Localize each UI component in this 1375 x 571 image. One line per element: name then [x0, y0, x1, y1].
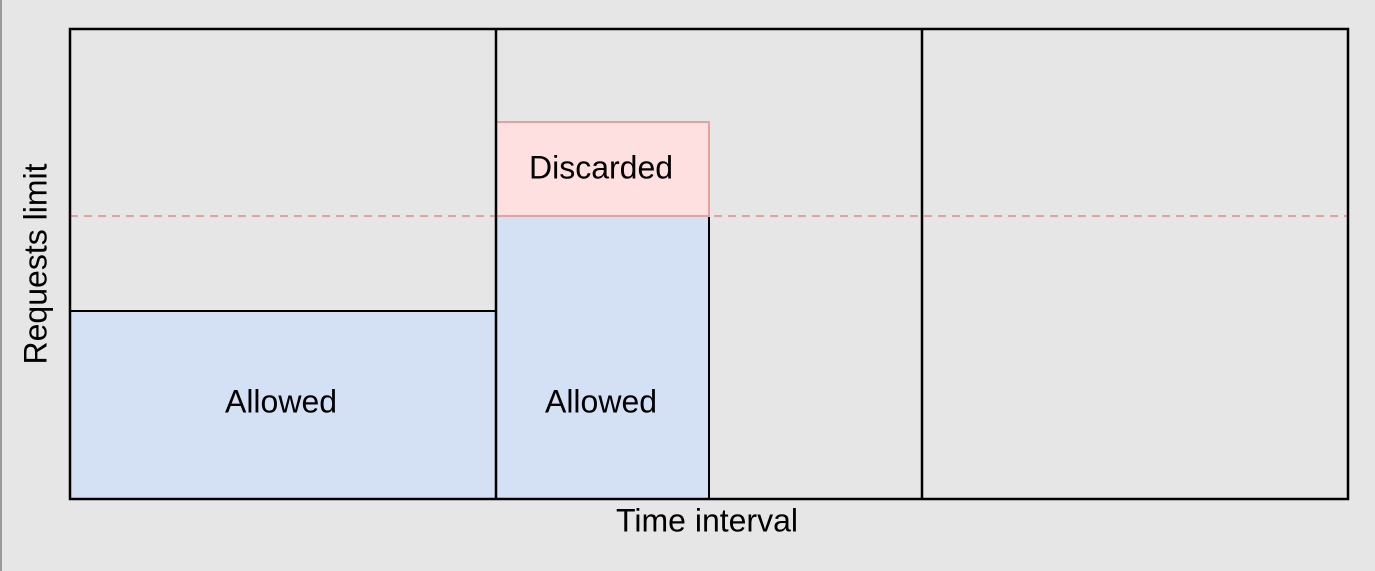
y-axis-label: Requests limit — [17, 163, 53, 364]
interval-2-allowed-label: Allowed — [545, 383, 657, 419]
interval-2-discarded-label: Discarded — [529, 149, 673, 185]
x-axis-label: Time interval — [616, 502, 798, 538]
interval-1-allowed-label: Allowed — [225, 383, 337, 419]
interval-2-discarded-block — [495, 121, 710, 217]
chart-frame — [68, 27, 1350, 501]
interval-2-allowed-block — [495, 215, 710, 500]
